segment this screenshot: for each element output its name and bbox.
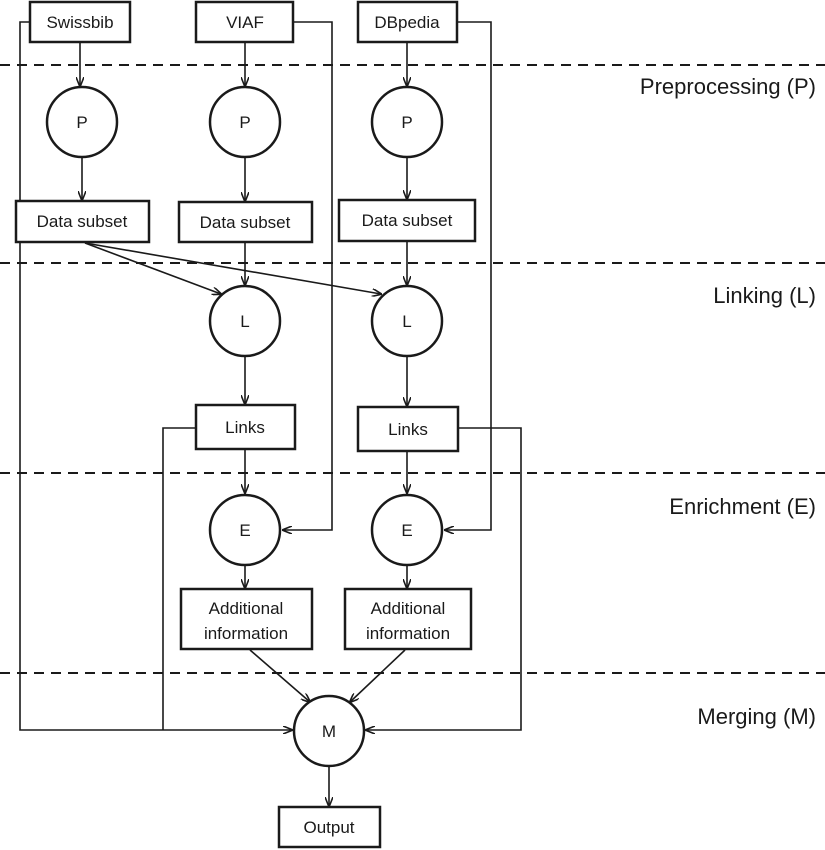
data-subset-viaf-label: Data subset [200,213,291,232]
additional-information-viaf-line2: information [204,624,288,643]
process-p-viaf: P [208,85,282,159]
edge-links1-to-m [162,427,196,730]
edge-dbpedia-to-e2 [445,21,492,530]
process-p-dbpedia-label: P [401,113,412,132]
process-p-swissbib-label: P [76,113,87,132]
process-e-viaf-label: E [239,521,250,540]
data-subset-viaf: Data subset [177,200,314,244]
additional-information-dbpedia-line2: information [366,624,450,643]
phase-label-linking: Linking (L) [713,283,816,308]
phase-label-preprocessing: Preprocessing (P) [640,74,816,99]
process-l-viaf-label: L [240,312,249,331]
edge-additional1-to-m [249,649,310,702]
source-swissbib-label: Swissbib [46,13,113,32]
data-subset-swissbib: Data subset [14,199,151,244]
additional-information-viaf-line1: Additional [209,599,284,618]
source-viaf-label: VIAF [226,13,264,32]
source-dbpedia: DBpedia [356,0,459,44]
edge-swissbib-subset-to-l2 [84,242,381,294]
process-m: M [292,694,366,768]
additional-information-viaf: Additional information [179,587,314,651]
links-dbpedia: Links [356,405,460,453]
process-e-dbpedia: E [370,493,444,567]
phase-label-enrichment: Enrichment (E) [669,494,816,519]
process-p-swissbib: P [45,85,119,159]
process-l-dbpedia: L [370,284,444,358]
edge-swissbib-subset-to-l1 [84,242,221,294]
source-dbpedia-label: DBpedia [374,13,440,32]
phase-label-merging: Merging (M) [697,704,816,729]
process-p-dbpedia: P [370,85,444,159]
edge-viaf-to-e1 [283,21,333,530]
links-viaf-label: Links [225,418,265,437]
data-subset-dbpedia-label: Data subset [362,211,453,230]
output: Output [277,805,382,849]
edge-swissbib-to-m [19,21,292,730]
output-label: Output [303,818,354,837]
edge-additional2-to-m [350,649,406,702]
links-dbpedia-label: Links [388,420,428,439]
source-swissbib: Swissbib [28,0,132,44]
edges [19,21,522,806]
links-viaf: Links [194,403,297,451]
additional-information-dbpedia: Additional information [343,587,473,651]
source-viaf: VIAF [194,0,295,44]
process-l-viaf: L [208,284,282,358]
data-subset-swissbib-label: Data subset [37,212,128,231]
process-l-dbpedia-label: L [402,312,411,331]
process-e-viaf: E [208,493,282,567]
edge-links2-to-m [366,427,522,730]
process-m-label: M [322,722,336,741]
data-subset-dbpedia: Data subset [337,198,477,243]
process-e-dbpedia-label: E [401,521,412,540]
additional-information-dbpedia-line1: Additional [371,599,446,618]
process-p-viaf-label: P [239,113,250,132]
